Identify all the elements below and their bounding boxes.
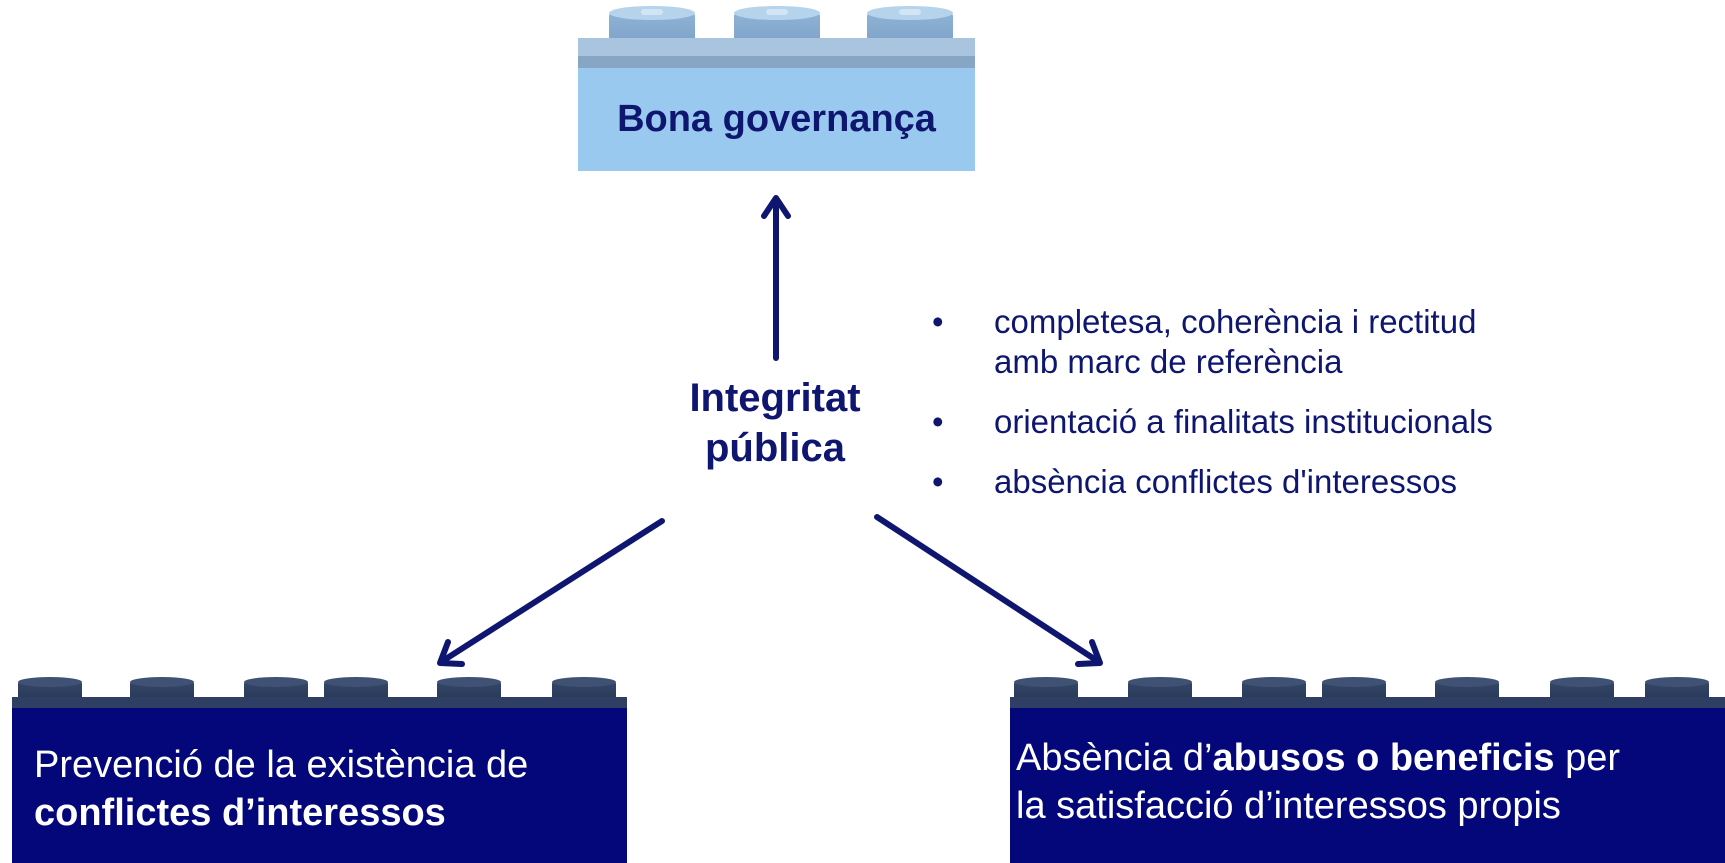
list-item: • completesa, coherència i rectitud amb …: [932, 302, 1572, 382]
top-block-title: Bona governança: [578, 68, 975, 171]
left-block-text: Prevenció de la existència de conflictes…: [12, 708, 627, 863]
center-label: Integritat pública: [640, 373, 910, 473]
right-block-text-regular: per: [1554, 737, 1621, 779]
left-block-line2: conflictes d’interessos: [34, 792, 446, 834]
left-block-line1: Prevenció de la existència de: [34, 744, 529, 786]
center-label-line1: Integritat: [689, 376, 861, 420]
right-block-line2: la satisfacció d’interessos propis: [1016, 785, 1561, 827]
arrow-down-left: [437, 518, 665, 667]
right-block-text: Absència d’abusos o beneficis per la sat…: [1010, 708, 1725, 863]
left-brick-block: Prevenció de la existència de conflictes…: [12, 670, 627, 863]
characteristics-list: • completesa, coherència i rectitud amb …: [932, 302, 1572, 522]
list-item: • orientació a finalitats institucionals: [932, 402, 1572, 442]
bullet-dot: •: [932, 303, 944, 340]
list-item-line: amb marc de referència: [994, 343, 1343, 380]
right-block-text-bold: abusos o beneficis: [1212, 737, 1555, 779]
center-label-line2: pública: [704, 426, 846, 470]
bullet-dot: •: [932, 463, 944, 500]
right-block-line1: Absència d’abusos o beneficis per: [1016, 734, 1725, 782]
list-item: • absència conflictes d'interessos: [932, 462, 1572, 502]
list-item-line: orientació a finalitats institucionals: [994, 403, 1493, 440]
top-brick-block: Bona governança: [578, 0, 975, 171]
arrow-down-right: [874, 514, 1103, 667]
arrow-up: [761, 195, 791, 361]
bullet-dot: •: [932, 403, 944, 440]
right-brick-block: Absència d’abusos o beneficis per la sat…: [1010, 670, 1725, 863]
list-item-line: absència conflictes d'interessos: [994, 463, 1458, 500]
list-item-line: completesa, coherència i rectitud: [994, 303, 1477, 340]
right-block-text-regular: Absència d’: [1016, 737, 1213, 779]
